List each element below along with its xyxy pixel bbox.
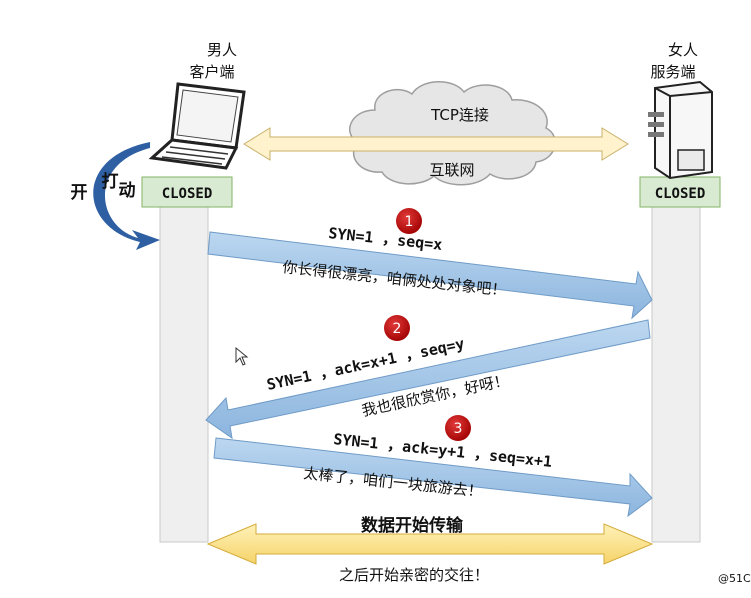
server-lifeline [651, 204, 701, 543]
step-2-arrow [205, 319, 651, 440]
step-3-badge [445, 415, 471, 441]
tcp-connection-label: TCP连接 [430, 106, 489, 124]
laptop-icon [148, 82, 246, 170]
server-state-label: CLOSED [655, 186, 706, 202]
mouse-cursor-icon [235, 346, 249, 366]
data-transfer-title: 数据开始传输 [361, 515, 464, 536]
open-action-arrow [93, 142, 160, 250]
step-3-arrow [213, 437, 653, 518]
step-1-badge [396, 208, 422, 234]
server-role: 服务端 [650, 63, 695, 81]
step-2-badge [384, 315, 410, 341]
tcp-connection-arrow [243, 127, 629, 161]
client-state-label: CLOSED [162, 186, 213, 202]
internet-cloud-icon [348, 81, 556, 186]
server-icon [648, 80, 713, 180]
step-3-number: 3 [454, 421, 463, 437]
data-transfer-arrow [206, 523, 654, 565]
open-action-char-1: 动 [119, 181, 136, 201]
step-2-number: 2 [393, 321, 402, 337]
step-1-arrow [207, 231, 653, 320]
client-state-box [141, 176, 233, 208]
server-state-box [639, 176, 721, 208]
client-role: 客户端 [189, 63, 234, 81]
server-name: 女人 [668, 41, 698, 59]
step-1-number: 1 [405, 214, 414, 230]
watermark: @51C [718, 572, 751, 585]
open-action-char-3: 开 [71, 183, 88, 203]
client-name: 男人 [207, 41, 237, 59]
client-lifeline [159, 204, 209, 543]
internet-label: 互联网 [429, 161, 474, 179]
open-action-char-2: 打 [102, 171, 119, 192]
data-transfer-caption: 之后开始亲密的交往！ [339, 566, 489, 584]
